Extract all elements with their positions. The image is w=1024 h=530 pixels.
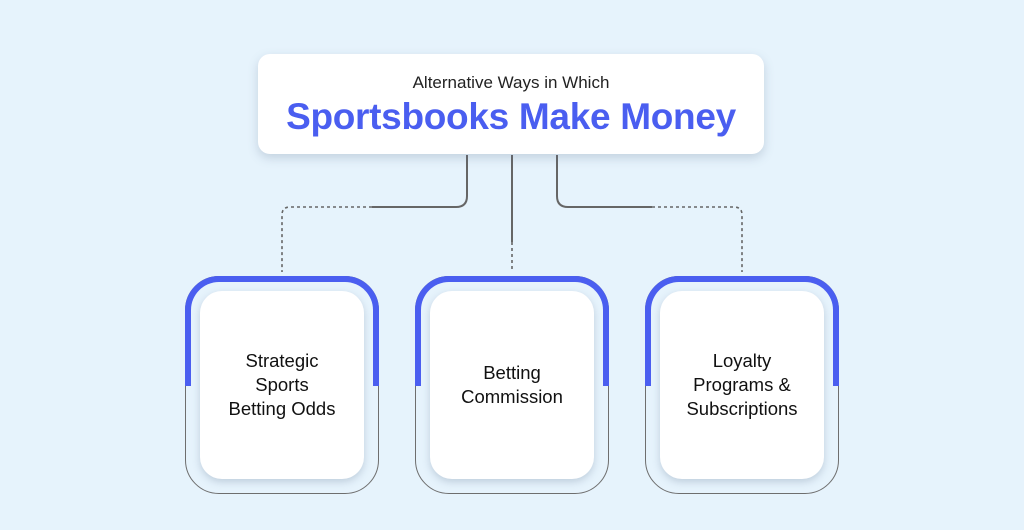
connector-left-dashed [281,206,372,272]
card-label: Loyalty Programs & Subscriptions [686,350,798,419]
diagram-title: Sportsbooks Make Money [286,96,736,137]
card-betting-commission: Betting Commission [430,291,594,479]
card-label: Strategic Sports Betting Odds [228,350,336,419]
card-frame-right: Loyalty Programs & Subscriptions [644,275,840,494]
card-strategic-odds: Strategic Sports Betting Odds [200,291,364,479]
card-loyalty-programs: Loyalty Programs & Subscriptions [660,291,824,479]
diagram-subtitle: Alternative Ways in Which [412,73,610,92]
title-box: Alternative Ways in Which Sportsbooks Ma… [258,54,764,154]
connector-left-solid [372,155,468,208]
card-frame-left: Strategic Sports Betting Odds [184,275,380,494]
connector-right-solid [556,155,652,208]
card-label: Betting Commission [461,362,563,407]
card-frame-center: Betting Commission [414,275,610,494]
connector-right-dashed [652,206,743,272]
